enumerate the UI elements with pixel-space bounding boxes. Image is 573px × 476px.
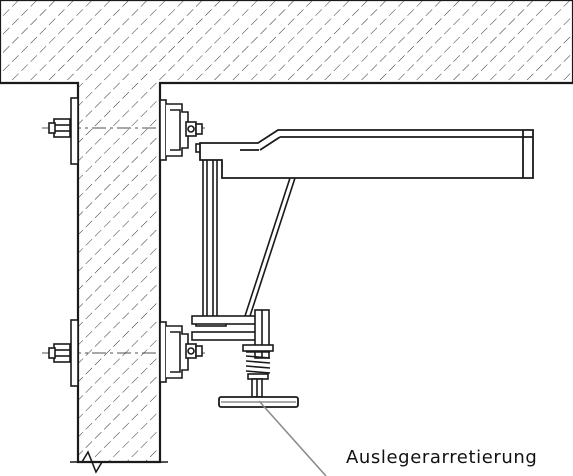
left-anchor-plates [48, 97, 79, 387]
stop-foot [218, 396, 299, 408]
callout-label: Auslegerarretierung [346, 447, 538, 468]
spring [245, 351, 271, 374]
callout-leader [258, 400, 327, 476]
cantilever-arm [199, 129, 534, 179]
wall-break-line [70, 450, 168, 474]
locking-mechanism [191, 309, 274, 398]
diagonal-strut [244, 177, 296, 317]
upper-bracket [159, 99, 203, 161]
ceiling-slab [0, 0, 573, 464]
lower-bracket [159, 321, 203, 383]
